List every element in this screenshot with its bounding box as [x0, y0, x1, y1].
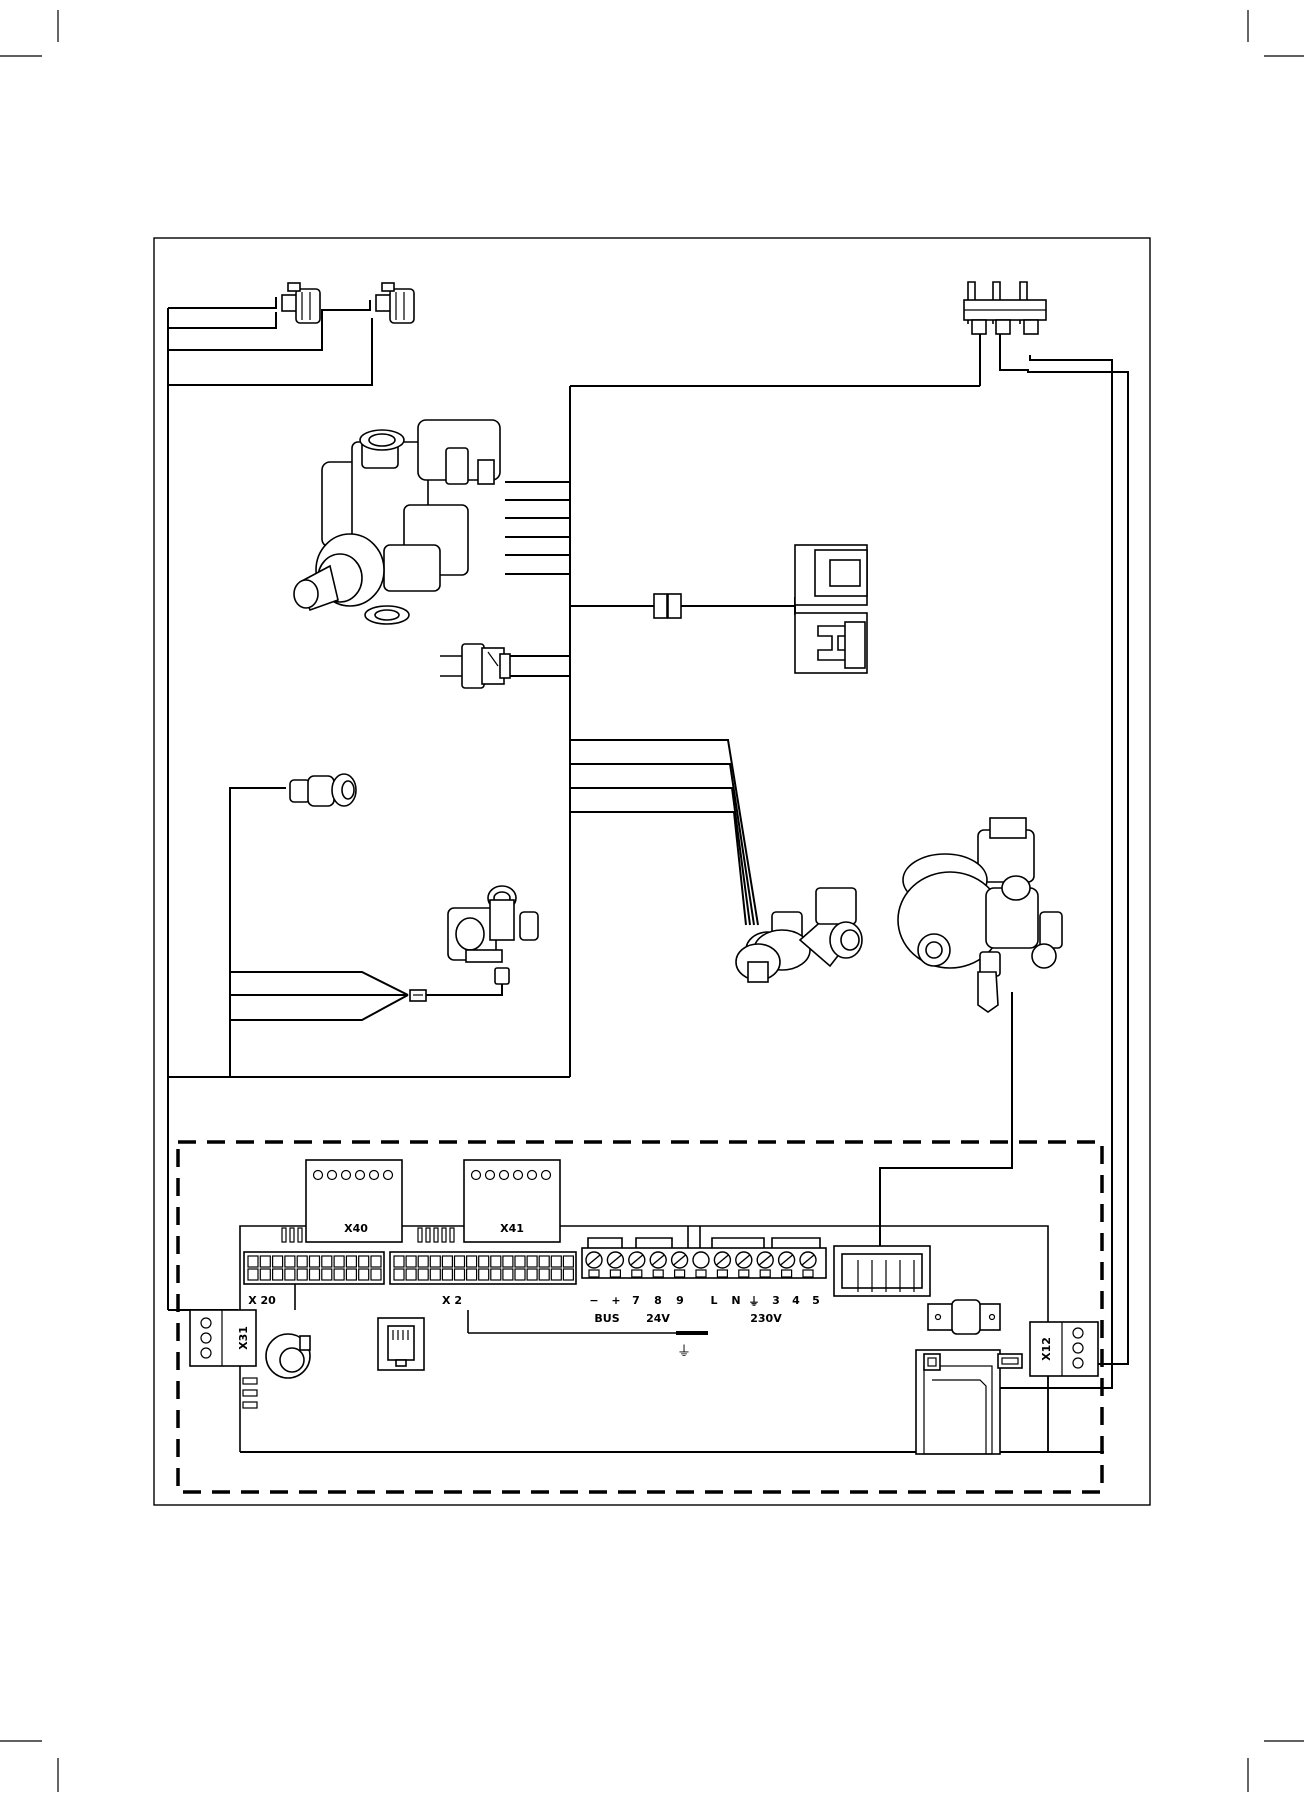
crop-marks [0, 10, 1304, 1792]
water-pressure-sensor [289, 773, 357, 807]
terminal-ground: ⏚ [749, 1295, 760, 1308]
terminal-N: N [731, 1294, 740, 1307]
board-relay [927, 1299, 1001, 1335]
connector-x2-label: X 2 [442, 1294, 462, 1307]
control-board: X40 X41 X 20 X 2 ⏚ [189, 1159, 1099, 1455]
connector-x12: X12 [1029, 1321, 1099, 1377]
ignition-transformer [915, 1349, 1023, 1455]
fan-unit [794, 544, 868, 674]
terminal-group-230v: 230V [750, 1312, 782, 1325]
rj-socket [377, 1317, 425, 1371]
terminal-L: L [710, 1294, 717, 1307]
flow-sensor-valve [409, 885, 539, 1002]
diagram-frame [153, 237, 1151, 1506]
pump-connector [833, 1245, 931, 1297]
gas-valve [293, 419, 501, 625]
connector-x20-label: X 20 [248, 1294, 276, 1307]
pin-header-x20 [243, 1251, 385, 1285]
power-plug [440, 643, 511, 689]
terminal-4: 4 [792, 1294, 800, 1307]
terminal-group-24v: 24V [646, 1312, 670, 1325]
connector-x41-label: X41 [500, 1222, 524, 1235]
terminal-7: 7 [632, 1294, 640, 1307]
terminal-strip [581, 1226, 827, 1279]
board-small-components [242, 1377, 258, 1409]
connector-x40-label: X40 [344, 1222, 368, 1235]
terminal-bus-plus: + [611, 1294, 620, 1307]
terminal-5: 5 [812, 1294, 820, 1307]
diverter-valve [735, 887, 863, 983]
terminal-group-bus: BUS [594, 1312, 619, 1325]
return-temperature-sensor [375, 282, 415, 324]
inline-connector [653, 593, 682, 619]
board-header-bumps [281, 1227, 455, 1243]
pin-header-x2 [389, 1251, 577, 1285]
terminal-8: 8 [654, 1294, 662, 1307]
x40-pins [312, 1169, 394, 1181]
connector-x31-label: X31 [237, 1326, 250, 1350]
circulation-pump [897, 817, 1063, 1013]
flow-temperature-sensor [281, 282, 321, 324]
ground-symbol: ⏚ [677, 1344, 691, 1360]
terminal-bus-minus: − [589, 1294, 598, 1307]
wiring [167, 297, 1129, 1453]
terminal-3: 3 [772, 1294, 780, 1307]
potentiometer [265, 1333, 311, 1379]
connector-x12-label: X12 [1040, 1337, 1053, 1361]
terminal-9: 9 [676, 1294, 684, 1307]
ignition-electrodes [963, 281, 1047, 335]
connector-x31: X31 [189, 1309, 257, 1367]
x41-pins [470, 1169, 552, 1181]
